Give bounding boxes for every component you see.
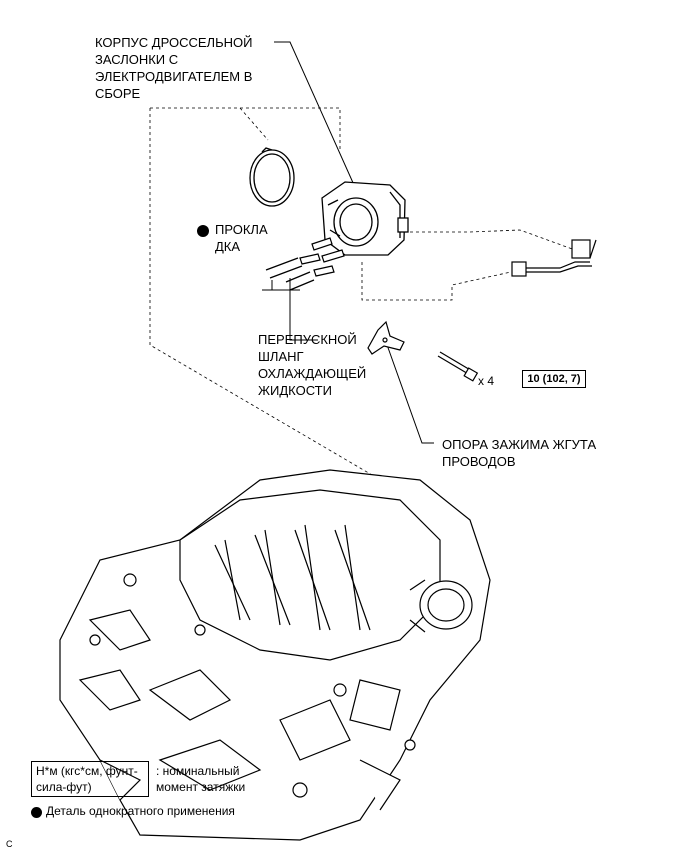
bypass-hose-label-line: ШЛАНГ	[258, 349, 304, 364]
harness-bracket-part	[367, 320, 405, 355]
gasket-label-line: ПРОКЛА	[215, 222, 268, 237]
bolt-quantity: x 4	[478, 374, 495, 388]
corner-mark: C	[6, 839, 13, 849]
gasket-part	[249, 147, 295, 207]
legend-one-time-part: Деталь однократного применения	[46, 804, 235, 818]
harness-bracket-label-line: ПРОВОДОВ	[442, 454, 516, 469]
legend-torque-units-line: сила-фут)	[36, 780, 92, 794]
legend-torque-units-line: Н*м (кгс*см, фунт-	[36, 764, 138, 778]
leader-lines	[262, 41, 434, 444]
harness-bracket-label: ОПОРА ЗАЖИМА ЖГУТА ПРОВОДОВ	[442, 436, 596, 470]
bypass-hose-label-line: ОХЛАЖДАЮЩЕЙ	[258, 366, 367, 381]
hose-connectors	[299, 237, 345, 277]
torque-spec-box: 10 (102, 7)	[522, 370, 586, 388]
legend-torque-description: : номинальный момент затяжки	[156, 763, 245, 795]
throttle-body-label-line: ЭЛЕКТРОДВИГАТЕЛЕМ В	[95, 69, 253, 84]
throttle-body-label-line: ЗАСЛОНКИ С	[95, 52, 179, 67]
harness-bracket-label-line: ОПОРА ЗАЖИМА ЖГУТА	[442, 437, 597, 452]
gasket-label-line: ДКА	[215, 239, 241, 254]
throttle-body-label-line: КОРПУС ДРОССЕЛЬНОЙ	[95, 35, 253, 50]
bypass-hose-label-line: ПЕРЕПУСКНОЙ	[258, 332, 357, 347]
bolt-part	[437, 351, 479, 382]
legend-torque-desc-line: : номинальный	[156, 764, 240, 778]
engine-intake-manifold	[59, 469, 491, 841]
throttle-body-label: КОРПУС ДРОССЕЛЬНОЙ ЗАСЛОНКИ С ЭЛЕКТРОДВИ…	[95, 34, 252, 102]
one-time-part-bullet-icon	[197, 225, 209, 237]
bypass-hose-label: ПЕРЕПУСКНОЙ ШЛАНГ ОХЛАЖДАЮЩЕЙ ЖИДКОСТИ	[258, 331, 366, 399]
legend-torque-units: Н*м (кгс*см, фунт- сила-фут)	[31, 761, 149, 797]
legend-bullet-icon	[31, 807, 42, 818]
legend-torque-desc-line: момент затяжки	[156, 780, 246, 794]
bypass-hose-label-line: ЖИДКОСТИ	[258, 383, 332, 398]
wire-harness-part	[511, 239, 597, 277]
gasket-label: ПРОКЛА ДКА	[215, 221, 268, 255]
bypass-hose-part	[265, 257, 315, 291]
throttle-body-part	[321, 181, 409, 256]
throttle-body-label-line: СБОРЕ	[95, 86, 141, 101]
